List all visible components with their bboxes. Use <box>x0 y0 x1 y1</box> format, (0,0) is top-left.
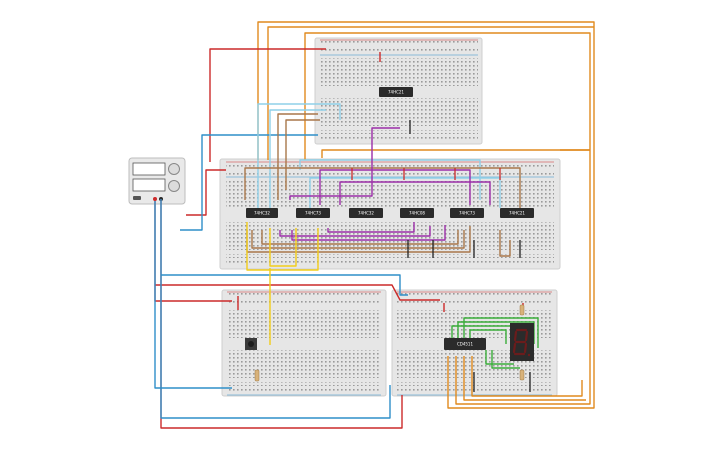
ic-main-1[interactable]: 74HC32 <box>246 208 278 218</box>
ic-main-4[interactable]: 74HC08 <box>400 208 434 218</box>
ic-main-2-label: 74HC73 <box>305 211 321 216</box>
ic-top[interactable]: 74HC21 <box>379 87 413 97</box>
power-switch[interactable] <box>133 196 141 200</box>
push-button[interactable] <box>245 338 257 350</box>
ic-main-5-label: 74HC73 <box>459 211 475 216</box>
ic-decoder-label: CD4511 <box>457 342 474 347</box>
vcc-jumpers[interactable] <box>351 168 501 180</box>
resistors[interactable] <box>254 304 525 382</box>
ic-main-5[interactable]: 74HC73 <box>450 208 484 218</box>
current-display <box>132 178 166 192</box>
power-rail-stripes <box>226 39 554 396</box>
ic-decoder[interactable]: CD4511 <box>444 338 486 350</box>
ic-main-2[interactable]: 74HC73 <box>296 208 330 218</box>
breadboard-bottom-left[interactable] <box>221 289 387 397</box>
ic-main-4-label: 74HC08 <box>409 211 425 216</box>
ic-main-3[interactable]: 74HC32 <box>349 208 383 218</box>
ic-main-6-label: 74HC21 <box>509 211 525 216</box>
ground-jumpers[interactable] <box>407 120 531 392</box>
voltage-display <box>132 162 166 176</box>
current-knob[interactable] <box>168 180 180 192</box>
ic-main-1-label: 74HC32 <box>254 211 270 216</box>
power-supply[interactable] <box>128 157 186 205</box>
seven-segment-display[interactable] <box>510 323 534 361</box>
ic-main-3-label: 74HC32 <box>358 211 374 216</box>
wires[interactable] <box>154 21 595 429</box>
ic-top-label: 74HC21 <box>388 90 404 95</box>
seven-segment-digit <box>512 328 529 356</box>
ic-main-6[interactable]: 74HC21 <box>500 208 534 218</box>
voltage-knob[interactable] <box>168 163 180 175</box>
